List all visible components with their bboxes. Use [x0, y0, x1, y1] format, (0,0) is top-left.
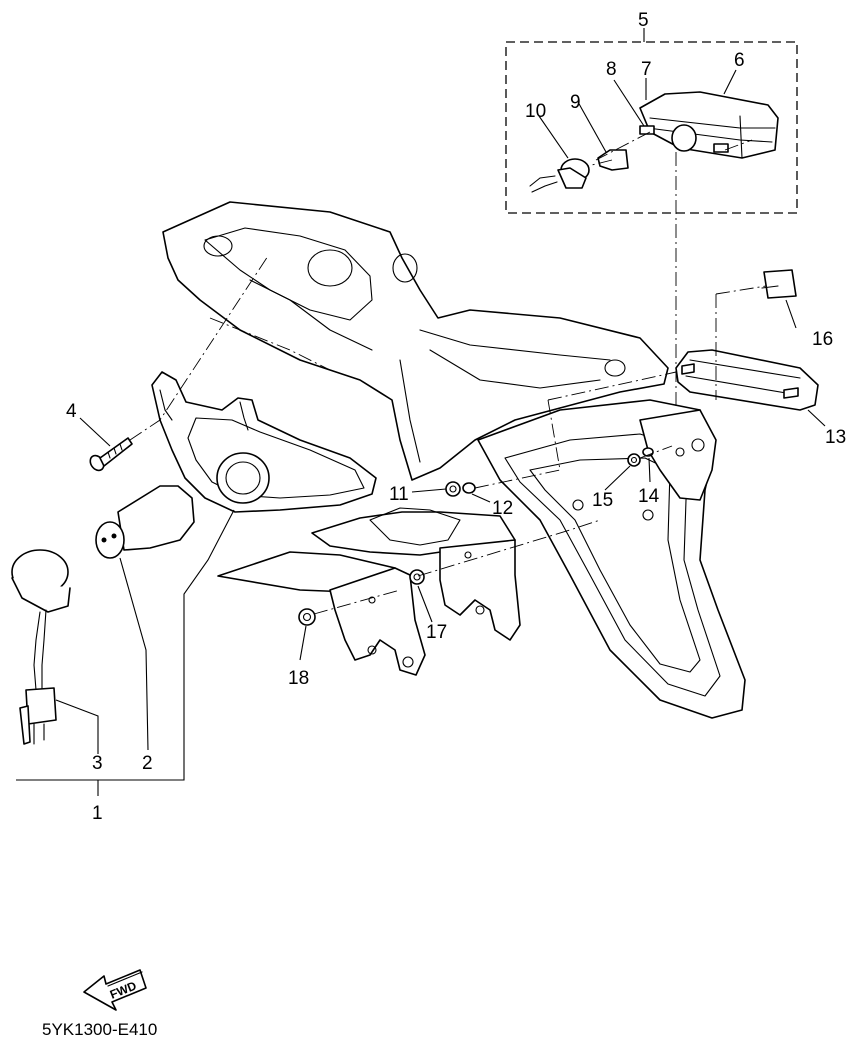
washer-12: [462, 482, 476, 494]
callout-16: 16: [812, 329, 833, 350]
callout-13: 13: [825, 427, 846, 448]
callout-4: 4: [66, 401, 77, 422]
rear-frame: [162, 201, 669, 481]
callout-5: 5: [638, 10, 649, 31]
upper-bracket: [311, 507, 521, 641]
socket-cord: [11, 549, 71, 745]
callout-9: 9: [570, 92, 581, 113]
callout-2: 2: [142, 753, 153, 774]
lower-bracket: [217, 551, 426, 676]
callout-1: 1: [92, 803, 103, 824]
license-lens: [675, 349, 819, 411]
nut-17: [409, 569, 425, 585]
tail-bulb: [95, 485, 195, 559]
nut-18: [298, 608, 316, 626]
nut-15: [627, 453, 641, 467]
rear-fender: [477, 399, 746, 719]
callout-11: 11: [389, 484, 409, 505]
assembly-lines: [129, 131, 767, 615]
callout-15: 15: [592, 490, 613, 511]
callout-7: 7: [641, 59, 652, 80]
callout-14: 14: [638, 486, 660, 507]
callout-8: 8: [606, 59, 617, 80]
license-bulb: [597, 149, 629, 171]
callout-10: 10: [525, 101, 546, 122]
license-socket: [529, 158, 590, 193]
plate-16: [761, 269, 797, 299]
drawing-code: 5YK1300-E410: [42, 1020, 157, 1039]
callout-labels: 1 2 3 4 5 6 7 8 9 10 11 12 13 14 15 16 1…: [66, 10, 846, 824]
license-light-assembly-box: [505, 41, 798, 214]
callout-6: 6: [734, 50, 745, 71]
callout-17: 17: [426, 622, 447, 643]
callout-12: 12: [492, 498, 513, 519]
screw: [89, 437, 133, 472]
license-light-studs: [639, 125, 729, 153]
fwd-arrow-icon: FWD: [83, 969, 147, 1011]
leader-lines: [16, 28, 826, 796]
license-light-body: [639, 91, 779, 159]
nut-11: [445, 481, 461, 497]
callout-18: 18: [288, 668, 309, 689]
callout-3: 3: [92, 753, 103, 774]
tail-light-housing: [151, 371, 377, 513]
